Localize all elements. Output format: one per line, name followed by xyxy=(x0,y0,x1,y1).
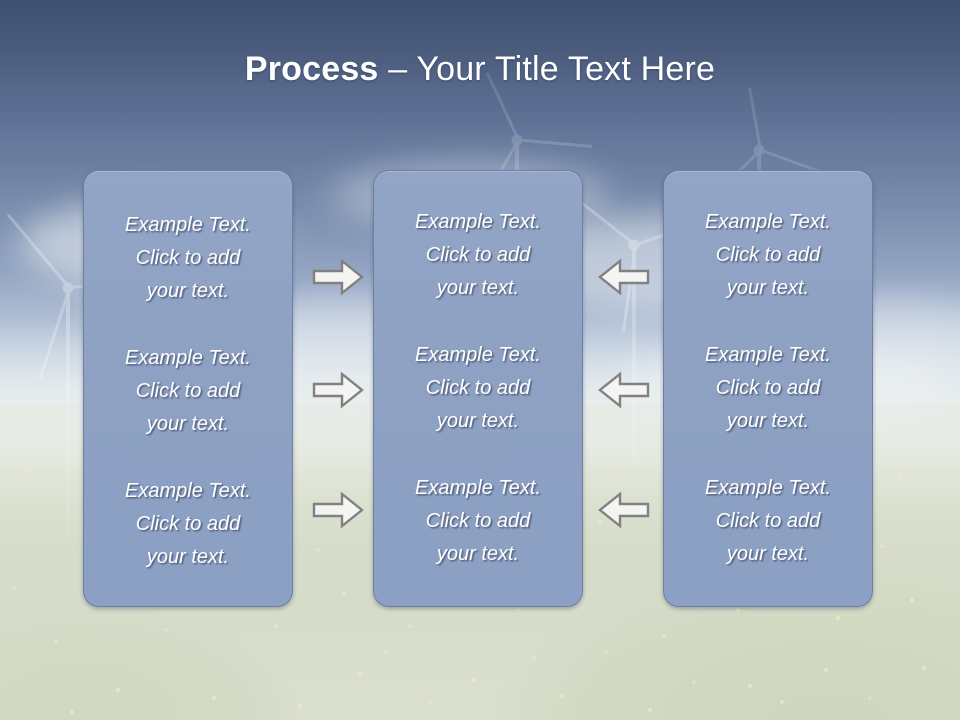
page-title-strong: Process xyxy=(244,50,379,88)
page-title-light: – Your Title Text Here xyxy=(378,50,716,88)
arrow-right-icon[interactable] xyxy=(312,491,364,529)
text-block[interactable]: Example Text. Click to add your text. xyxy=(705,211,831,299)
wind-turbine-icon xyxy=(565,189,719,460)
text-block[interactable]: Example Text. Click to add your text. xyxy=(415,211,541,299)
wind-turbine-icon xyxy=(6,213,165,538)
process-column-2[interactable]: Example Text. Click to add your text. Ex… xyxy=(373,170,583,607)
text-block[interactable]: Example Text. Click to add your text. xyxy=(125,480,251,568)
arrow-left-icon[interactable] xyxy=(598,258,650,296)
arrow-left-icon[interactable] xyxy=(598,371,650,409)
title-band xyxy=(0,0,960,132)
text-block[interactable]: Example Text. Click to add your text. xyxy=(415,344,541,432)
process-column-3[interactable]: Example Text. Click to add your text. Ex… xyxy=(663,170,873,607)
text-block[interactable]: Example Text. Click to add your text. xyxy=(125,214,251,302)
arrow-right-icon[interactable] xyxy=(312,371,364,409)
text-block[interactable]: Example Text. Click to add your text. xyxy=(125,347,251,435)
arrow-right-icon[interactable] xyxy=(312,258,364,296)
text-block[interactable]: Example Text. Click to add your text. xyxy=(705,477,831,565)
text-block[interactable]: Example Text. Click to add your text. xyxy=(705,344,831,432)
process-column-1[interactable]: Example Text. Click to add your text. Ex… xyxy=(83,170,293,607)
page-title: Process – Your Title Text Here xyxy=(0,48,960,90)
arrow-left-icon[interactable] xyxy=(598,491,650,529)
text-block[interactable]: Example Text. Click to add your text. xyxy=(415,477,541,565)
